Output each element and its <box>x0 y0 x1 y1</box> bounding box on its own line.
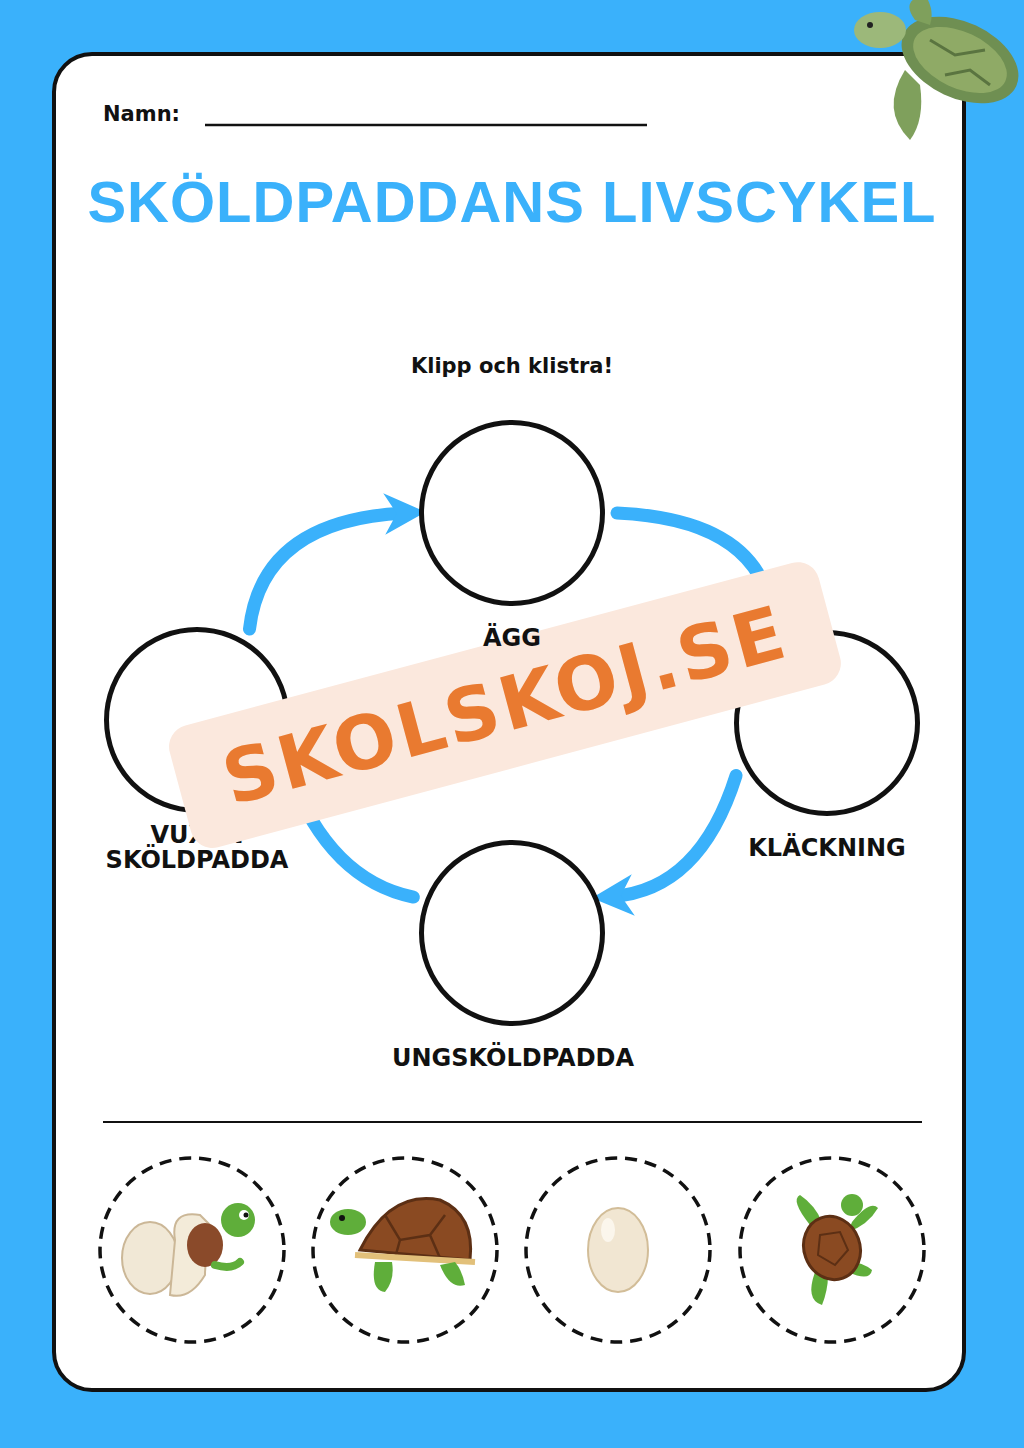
corner-turtle <box>854 0 1024 140</box>
cycle-arrow <box>613 776 737 897</box>
instruction-text: Klipp och klistra! <box>0 354 1024 378</box>
stage-circle: UNGSKÖLDPADDA <box>419 840 605 1026</box>
egg-shine <box>601 1218 615 1242</box>
cutout-circle <box>100 1158 284 1342</box>
stage-label: UNGSKÖLDPADDA <box>392 1046 632 1071</box>
cycle-arrow <box>250 513 406 629</box>
egg-picture <box>588 1208 648 1292</box>
hatching-turtle-picture <box>122 1203 255 1296</box>
stage-circle: ÄGG <box>419 420 605 606</box>
adult-turtle-picture <box>330 1199 475 1292</box>
cutout-circle <box>313 1158 497 1342</box>
separator-line <box>103 1121 922 1123</box>
cutout-circle <box>740 1158 924 1342</box>
stage-label: KLÄCKNING <box>707 836 947 861</box>
name-field-label: Namn: <box>103 102 180 126</box>
stage-label: ÄGG <box>392 626 632 651</box>
page-title: SKÖLDPADDANS LIVSCYKEL <box>0 168 1024 235</box>
cutout-circle <box>526 1158 710 1342</box>
young-turtle-picture <box>795 1194 878 1305</box>
name-line <box>205 124 647 127</box>
